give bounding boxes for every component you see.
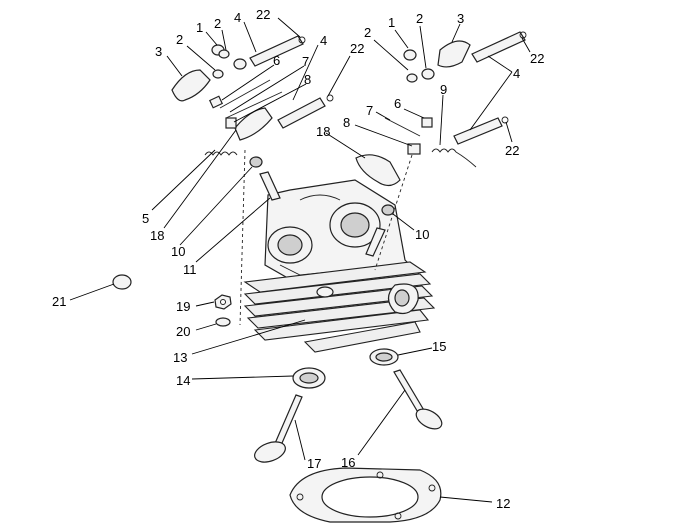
leader-lines	[69, 17, 531, 503]
valve-adjusters	[208, 79, 433, 155]
exhaust-valve	[393, 369, 443, 430]
callout-label: 9	[440, 82, 447, 97]
callout-label: 20	[176, 324, 190, 339]
spring-9	[431, 148, 477, 168]
callout-label: 4	[513, 66, 520, 81]
callout-label: 22	[505, 143, 519, 158]
callout-label: 12	[496, 496, 510, 511]
callout-label: 13	[173, 350, 187, 365]
valve-seal-10a	[249, 156, 263, 168]
cylinder-fins	[243, 261, 436, 353]
callout-label: 1	[388, 15, 395, 30]
rocker-bushes-and-washers	[211, 44, 435, 83]
callout-label: 8	[343, 115, 350, 130]
callout-label: 22	[350, 41, 364, 56]
intake-valve	[254, 394, 303, 463]
callout-label: 10	[415, 227, 429, 242]
callout-label: 1	[196, 20, 203, 35]
valve-guide-right	[365, 227, 386, 257]
plug-21	[112, 274, 132, 290]
callout-label: 10	[171, 244, 185, 259]
parts-drawing	[112, 31, 527, 523]
callout-label: 3	[155, 44, 162, 59]
callout-label: 7	[366, 103, 373, 118]
valve-seal-10b	[381, 204, 395, 216]
callout-label: 2	[176, 32, 183, 47]
callout-label: 6	[394, 96, 401, 111]
callout-label: 6	[273, 53, 280, 68]
callout-label: 3	[457, 11, 464, 26]
callout-label: 14	[176, 373, 190, 388]
spring-5	[204, 151, 238, 156]
callout-label: 22	[530, 51, 544, 66]
head-gasket	[289, 467, 442, 523]
callout-label: 17	[307, 456, 321, 471]
rocker-shafts	[249, 31, 526, 145]
callout-label: 4	[320, 33, 327, 48]
callout-label: 19	[176, 299, 190, 314]
callout-label: 2	[214, 16, 221, 31]
callout-label: 2	[416, 11, 423, 26]
callout-label: 16	[341, 455, 355, 470]
callout-label: 11	[183, 262, 197, 277]
callout-label: 21	[52, 294, 66, 309]
callout-label: 5	[142, 211, 149, 226]
callout-label: 22	[256, 7, 270, 22]
callout-label: 8	[304, 72, 311, 87]
callout-labels: 1 2 4 22 3 2 6 7 8 4 22 2 1 2 3 22 4 9 6…	[52, 7, 544, 511]
rocker-arms	[171, 40, 471, 187]
callout-label: 18	[316, 124, 330, 139]
callout-label: 15	[432, 339, 446, 354]
callout-label: 18	[150, 228, 164, 243]
cylinder-head	[264, 179, 422, 286]
callout-label: 7	[302, 54, 309, 69]
callout-label: 4	[234, 10, 241, 25]
valve-guide-11	[259, 171, 281, 201]
callout-label: 2	[364, 25, 371, 40]
washer-20	[215, 317, 231, 327]
